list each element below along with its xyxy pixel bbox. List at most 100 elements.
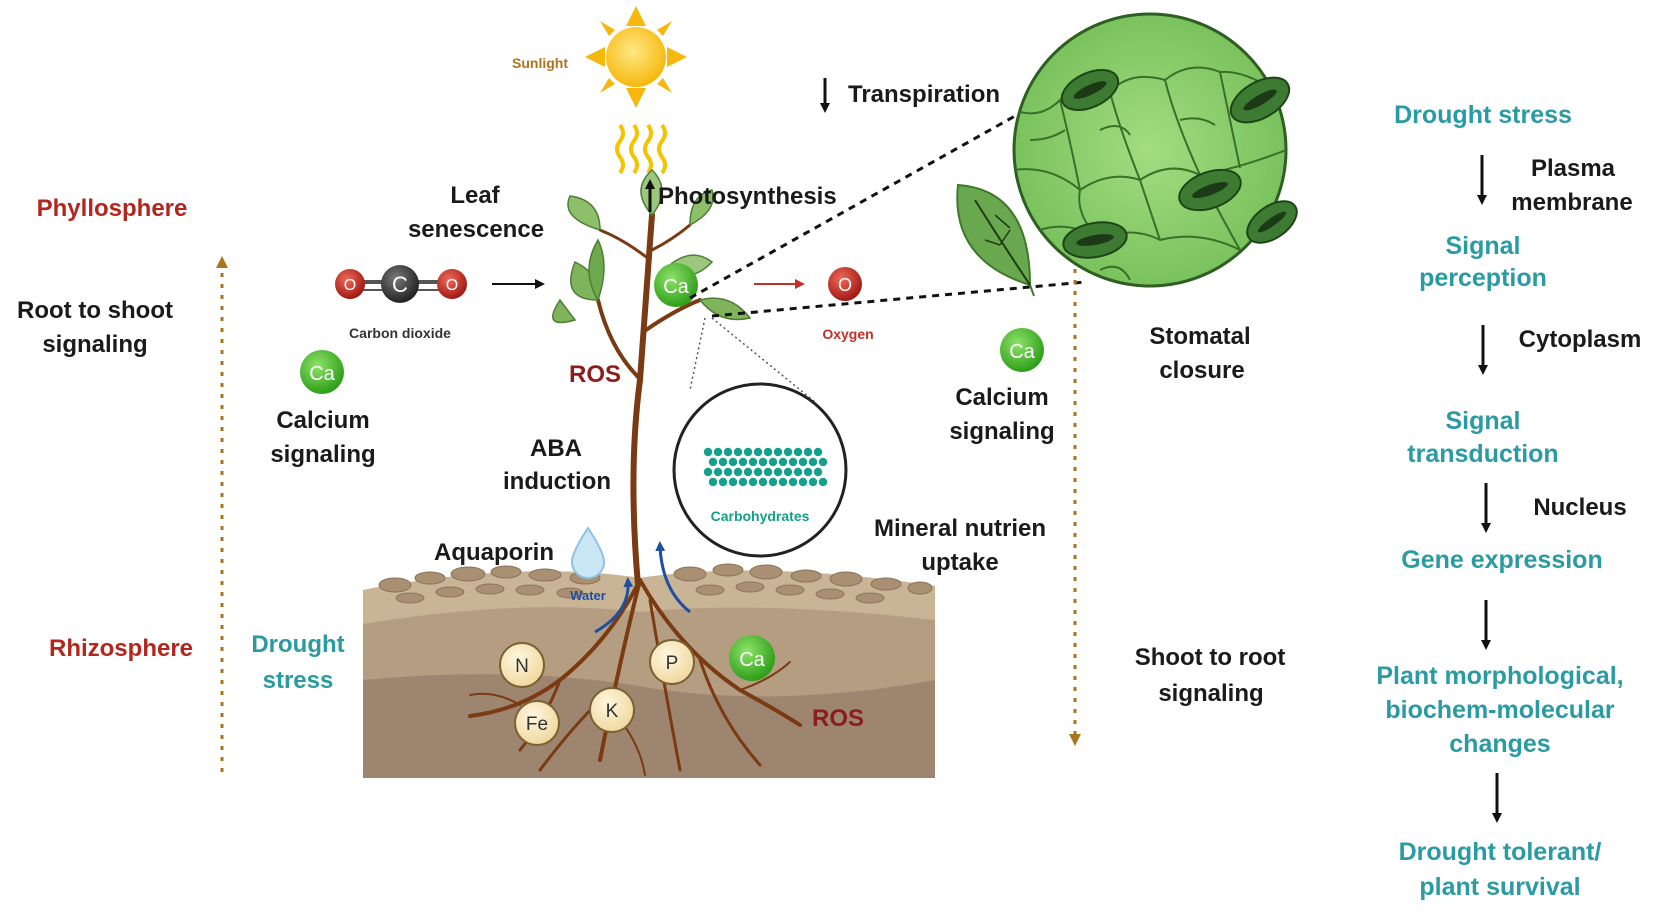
carbohydrate-unit (758, 457, 768, 467)
mineral-uptake-line2: uptake (921, 549, 998, 576)
carbon-dioxide-molecule: O C O (335, 265, 467, 303)
sun-rays-icon (615, 123, 667, 175)
carbohydrates-inset (672, 382, 848, 558)
nutrient-fe: Fe (514, 700, 560, 746)
water-drop-icon (570, 526, 606, 579)
water-label: Water (570, 588, 606, 603)
carbohydrate-unit (703, 467, 713, 477)
calcium-ion-soil: Ca (729, 635, 775, 681)
carbohydrate-unit (808, 457, 818, 467)
calcium-signaling-right-line1: Calcium (955, 384, 1048, 411)
water-uptake-arrows (594, 541, 691, 634)
nutrient-n: N (499, 642, 545, 688)
carbohydrate-unit (773, 467, 783, 477)
carbohydrate-unit (813, 467, 823, 477)
carbohydrate-unit (748, 477, 758, 487)
sun-icon (585, 6, 687, 108)
pathway-signal-transduction-line1: Signal (1445, 407, 1520, 435)
aba-induction-line1: ABA (530, 435, 582, 462)
leaf-senescence-line1: Leaf (450, 182, 500, 209)
carbohydrate-unit (813, 447, 823, 457)
carbohydrate-unit (728, 477, 738, 487)
carbohydrate-unit (778, 457, 788, 467)
root-to-shoot-label-line1: Root to shoot (17, 297, 173, 324)
pathway-signal-perception-line1: Signal (1445, 232, 1520, 260)
plant-stem (596, 212, 702, 588)
carbohydrate-unit (723, 447, 733, 457)
carbohydrate-unit (743, 467, 753, 477)
transpiration-label: Transpiration (848, 81, 1000, 108)
leaf-senescence-line2: senescence (408, 216, 544, 243)
nutrient-p-label: P (666, 653, 679, 674)
carbohydrate-unit (773, 447, 783, 457)
pathway-plasma-line2: membrane (1511, 189, 1632, 216)
pathway-morph-line2: biochem-molecular (1385, 696, 1614, 724)
carbohydrate-unit (788, 477, 798, 487)
stoma-cells (1060, 69, 1298, 259)
pathway-gene-expression: Gene expression (1401, 546, 1602, 574)
drought-stress-left-line1: Drought (251, 631, 344, 658)
carbohydrate-unit (733, 467, 743, 477)
sunlight-label: Sunlight (512, 55, 568, 71)
carbohydrate-unit (783, 467, 793, 477)
zoom-lines-stomata (689, 86, 1086, 318)
ca-label-plant: Ca (663, 276, 689, 298)
aquaporin-label: Aquaporin (434, 539, 554, 566)
carbohydrate-unit (793, 467, 803, 477)
carbohydrate-unit (713, 447, 723, 457)
pathway-tolerant-line1: Drought tolerant/ (1399, 838, 1602, 866)
phyllosphere-label: Phyllosphere (37, 195, 188, 222)
shoot-to-root-line1: Shoot to root (1135, 644, 1286, 671)
carbohydrate-unit (803, 467, 813, 477)
root-to-shoot-label-line2: signaling (42, 331, 147, 358)
carbohydrate-unit (703, 447, 713, 457)
stomatal-closure-line1: Stomatal (1149, 323, 1250, 350)
carbohydrate-unit (768, 477, 778, 487)
co2-o-left: O (344, 277, 356, 294)
carbohydrate-unit (808, 477, 818, 487)
mineral-uptake-line1: Mineral nutrien (874, 515, 1046, 542)
carbohydrate-unit (743, 447, 753, 457)
pathway-tolerant-line2: plant survival (1419, 873, 1580, 901)
carbohydrate-unit (798, 457, 808, 467)
nutrient-k-label: K (606, 701, 619, 722)
carbohydrate-unit (763, 467, 773, 477)
carbohydrate-unit (738, 457, 748, 467)
nutrient-p: P (649, 639, 695, 685)
pathway-morph-line3: changes (1449, 730, 1550, 758)
shoot-to-root-line2: signaling (1158, 680, 1263, 707)
ca-label-right: Ca (1009, 341, 1035, 363)
carbohydrate-unit (718, 457, 728, 467)
pathway-signal-perception-line2: perception (1419, 264, 1547, 292)
carbohydrate-unit (728, 457, 738, 467)
calcium-ion-right: Ca (1000, 328, 1044, 372)
leaf-icon (956, 183, 1035, 297)
aba-induction-line2: induction (503, 468, 611, 495)
carbohydrate-unit (748, 457, 758, 467)
carbohydrate-unit (718, 477, 728, 487)
calcium-signaling-right-line2: signaling (949, 418, 1054, 445)
pathway-plasma-line1: Plasma (1531, 155, 1616, 182)
carbohydrate-unit (753, 467, 763, 477)
calcium-signaling-left-line1: Calcium (276, 407, 369, 434)
carbohydrate-unit (798, 477, 808, 487)
ros-top-label: ROS (569, 361, 621, 388)
carbohydrate-unit (768, 457, 778, 467)
pathway-nucleus: Nucleus (1533, 494, 1626, 521)
carbohydrate-unit (723, 467, 733, 477)
co2-c: C (392, 272, 408, 297)
pathway-cytoplasm: Cytoplasm (1519, 326, 1642, 353)
ca-label-soil: Ca (739, 649, 765, 671)
ca-label-left: Ca (309, 363, 335, 385)
rhizosphere-label: Rhizosphere (49, 635, 193, 662)
photosynthesis-label: Photosynthesis (658, 183, 837, 210)
carbon-dioxide-label: Carbon dioxide (349, 325, 451, 341)
carbohydrate-unit (758, 477, 768, 487)
nutrient-n-label: N (515, 656, 529, 677)
carbohydrate-unit (738, 477, 748, 487)
pathway-morph-line1: Plant morphological, (1376, 662, 1623, 690)
oxygen-letter: O (838, 275, 852, 295)
carbohydrate-unit (818, 457, 828, 467)
